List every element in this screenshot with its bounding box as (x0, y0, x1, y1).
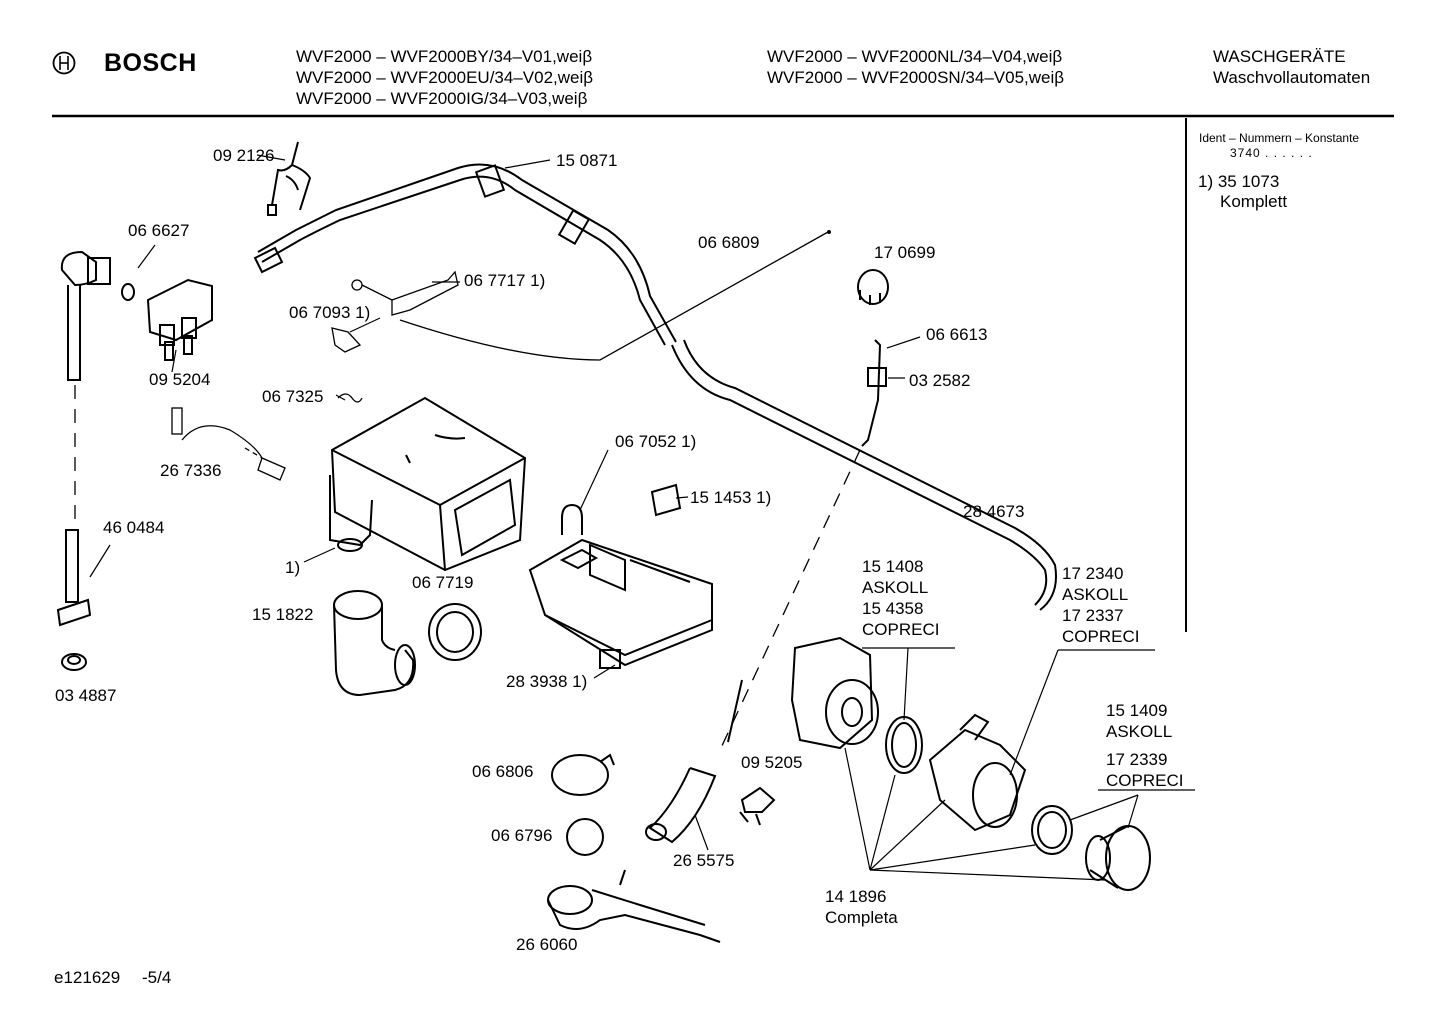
part-label: 15 1408 (862, 557, 924, 576)
bracket-part (351, 270, 459, 316)
sump-hose (547, 869, 721, 943)
note-text: Komplett (1220, 192, 1288, 211)
ident-title: Ident – Nummern – Konstante (1199, 131, 1360, 145)
part-label: 06 6627 (128, 221, 190, 240)
part-label-group: 17 2340 ASKOLL 17 2337 COPRECI (1062, 563, 1139, 647)
part-label: 03 2582 (909, 371, 971, 390)
part-label: 15 4358 (862, 599, 924, 618)
part-label: 09 2126 (213, 146, 275, 165)
brand-name: BOSCH (104, 49, 197, 77)
pressure-tube (861, 339, 887, 447)
small-hose (171, 407, 286, 481)
drain-pump (790, 636, 879, 750)
pump-seal-ring (885, 716, 923, 774)
part-label: 06 6806 (472, 762, 534, 781)
part-label: ASKOLL (862, 578, 929, 597)
seal-ring (428, 603, 482, 661)
part-label: 17 2339 (1106, 750, 1168, 769)
part-label: 06 7093 1) (289, 303, 371, 322)
part-label: 26 6060 (516, 935, 578, 954)
part-label: 14 1896 (825, 887, 887, 906)
pump-filter (1085, 825, 1151, 891)
doc-id: e121629 (54, 968, 121, 987)
ident-value: 3740 . . . . . . (1230, 146, 1313, 160)
part-label: 06 7717 1) (464, 271, 546, 290)
part-label: 17 0699 (874, 243, 936, 262)
hook-clip (561, 503, 583, 535)
elbow-connector (60, 250, 135, 381)
part-label: 28 3938 1) (506, 672, 588, 691)
part-label: Completa (825, 908, 898, 927)
bosch-logo-icon (52, 51, 76, 75)
drain-hose-part (645, 767, 717, 844)
part-label: 26 5575 (673, 851, 735, 870)
part-label: 09 5204 (149, 370, 211, 389)
hose-clamp (551, 753, 615, 796)
part-label: 06 6613 (926, 325, 988, 344)
part-label: 17 2340 (1062, 564, 1124, 583)
model-list-2: WVF2000 – WVF2000NL/34–V04,weiβ WVF2000 … (767, 46, 1064, 88)
part-label: COPRECI (862, 620, 940, 639)
part-label-group: 15 1409 ASKOLL 17 2339 COPRECI (1106, 700, 1183, 791)
part-label: ASKOLL (1062, 585, 1129, 604)
part-label: 06 7052 1) (615, 432, 697, 451)
inlet-hose (253, 163, 1057, 611)
bellows-hose (333, 590, 416, 697)
part-label: 17 2337 (1062, 606, 1124, 625)
part-label: COPRECI (1062, 627, 1140, 646)
part-label: 03 4887 (55, 686, 117, 705)
dispenser-housing (329, 396, 527, 572)
part-label: 28 4673 (963, 502, 1025, 521)
model-line: WVF2000 – WVF2000SN/34–V05,weiβ (767, 68, 1065, 87)
part-label: 26 7336 (160, 461, 222, 480)
part-label: 15 1453 1) (690, 488, 772, 507)
part-label: 06 6809 (698, 233, 760, 252)
part-label: 06 6796 (491, 826, 553, 845)
ball-part (566, 818, 604, 856)
page-number: -5/4 (142, 968, 172, 987)
part-label: 06 7719 (412, 573, 474, 592)
part-label: 46 0484 (103, 518, 165, 537)
note-number: 1) 35 1073 (1198, 172, 1280, 191)
pressure-switch (857, 269, 889, 305)
part-label: 1) (285, 558, 301, 577)
model-line: WVF2000 – WVF2000NL/34–V04,weiβ (767, 47, 1063, 66)
part-label: 15 1822 (252, 605, 314, 624)
water-valve (146, 278, 213, 361)
category-line: WASCHGERÄTE (1213, 47, 1346, 66)
cover-part (650, 483, 682, 517)
cap-part (61, 653, 87, 671)
part-label: 15 0871 (556, 151, 618, 170)
category-title: WASCHGERÄTE Waschvollautomaten (1213, 46, 1370, 88)
model-line: WVF2000 – WVF2000IG/34–V03,weiβ (296, 89, 588, 108)
model-list-1: WVF2000 – WVF2000BY/34–V01,weiβ WVF2000 … (296, 46, 593, 109)
small-bracket-part (331, 327, 362, 353)
part-label-group: 14 1896 Completa (825, 886, 898, 928)
part-label: 09 5205 (741, 753, 803, 772)
clip-part (267, 141, 312, 216)
part-label: 15 1409 (1106, 701, 1168, 720)
pump-housing (928, 713, 1027, 832)
pipe-part (56, 529, 92, 627)
part-label: COPRECI (1106, 771, 1184, 790)
small-clip (739, 786, 776, 826)
filter-seal-ring (1031, 805, 1073, 855)
rod-part (727, 679, 743, 743)
model-line: WVF2000 – WVF2000EU/34–V02,weiβ (296, 68, 594, 87)
cable (399, 231, 829, 361)
detergent-drawer (528, 538, 713, 669)
spring-part (337, 393, 363, 403)
category-line: Waschvollautomaten (1213, 68, 1371, 87)
part-label-group: 15 1408 ASKOLL 15 4358 COPRECI (862, 556, 939, 640)
part-label: ASKOLL (1106, 722, 1173, 741)
part-label: 06 7325 (262, 387, 324, 406)
model-line: WVF2000 – WVF2000BY/34–V01,weiβ (296, 47, 593, 66)
